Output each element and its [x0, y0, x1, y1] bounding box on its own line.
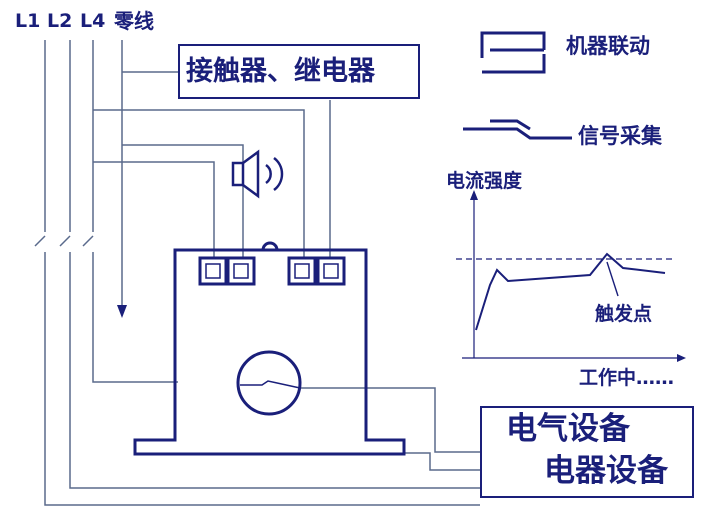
legend-signal-label: 信号采集 [578, 124, 662, 148]
wire-l2 [69, 40, 480, 489]
break-l2 [59, 235, 71, 247]
graph-x-arrow [677, 354, 686, 362]
signal-icon-2 [490, 119, 531, 131]
terminal-4 [316, 256, 346, 286]
equipment-line2: 电器设备 [544, 453, 668, 489]
speaker-icon-body [231, 161, 245, 187]
terminal-1-inner [205, 263, 221, 279]
break-l1 [34, 235, 46, 247]
current-curve [475, 252, 666, 331]
sensor-body [133, 248, 406, 456]
label-l4: L4 [80, 10, 106, 32]
relay-label: 接触器、继电器 [186, 56, 375, 87]
terminal-3 [287, 256, 317, 286]
graph-y-arrow [470, 190, 478, 200]
terminal-1 [198, 256, 228, 286]
label-l2: L2 [47, 10, 73, 32]
ct-ring [236, 350, 302, 416]
wire-l1 [44, 40, 480, 506]
linkage-icon [480, 31, 546, 74]
signal-icon [463, 127, 572, 140]
equipment-box: 电气设备 电器设备 [480, 406, 694, 498]
wire-l4-terminal3 [93, 109, 305, 258]
terminal-4-inner [323, 263, 339, 279]
speaker-icon-cone [242, 149, 260, 199]
label-l1: L1 [15, 10, 41, 32]
legend-linkage-label: 机器联动 [566, 34, 650, 58]
terminal-2-inner [233, 263, 249, 279]
sensor-handle [261, 241, 279, 251]
wire-l4-terminal1 [93, 161, 215, 258]
graph-ylabel: 电流强度 [446, 170, 523, 192]
terminal-3-inner [294, 263, 310, 279]
wire-l4 [92, 40, 178, 383]
break-l4 [82, 235, 94, 247]
wire-equipment-mid [404, 452, 480, 471]
terminal-2 [226, 256, 256, 286]
speaker-wave-1 [265, 163, 272, 185]
equipment-line1: 电气设备 [506, 411, 630, 447]
graph-trigger-label: 触发点 [595, 303, 653, 325]
label-neutral: 零线 [114, 9, 154, 33]
graph-xlabel: 工作中…… [579, 367, 675, 389]
trigger-pointer [606, 261, 619, 297]
wire-ct-equipment [300, 387, 480, 453]
ct-wire-pass [240, 380, 301, 389]
wire-neutral-speaker [122, 144, 244, 162]
neutral-arrow [117, 305, 127, 318]
relay-box: 接触器、继电器 [178, 44, 420, 99]
speaker-wave-2 [273, 157, 284, 191]
